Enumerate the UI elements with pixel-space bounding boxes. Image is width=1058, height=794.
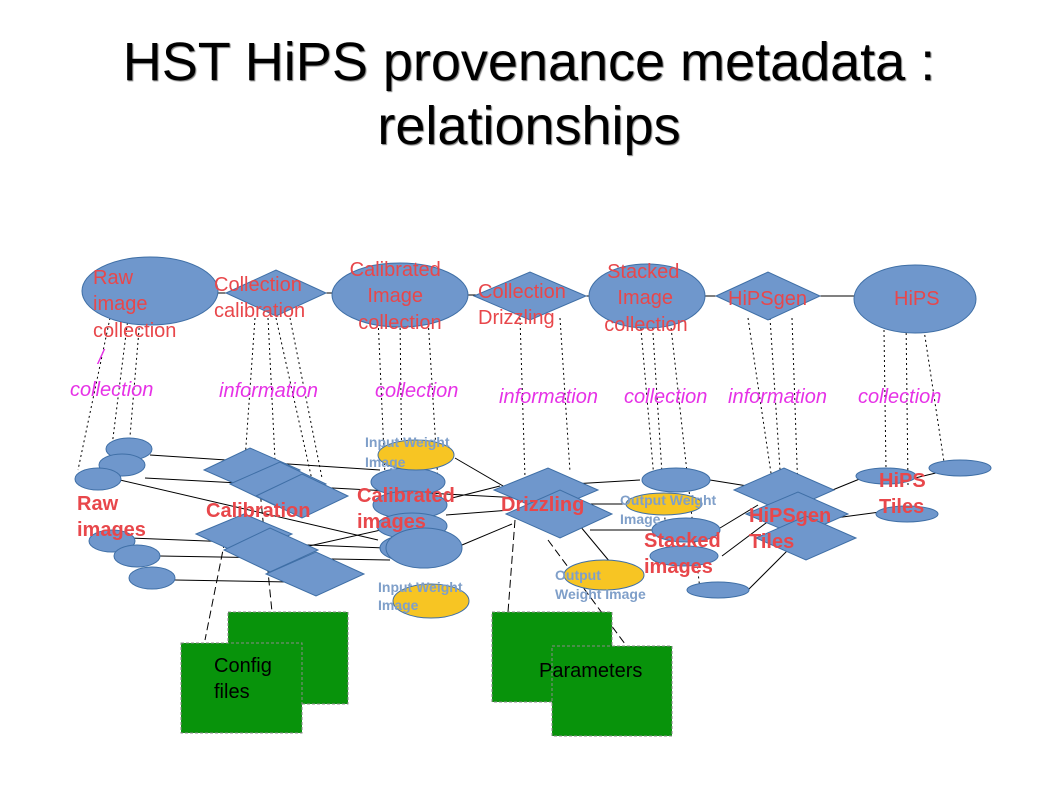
drizzling-label: Drizzling	[501, 494, 584, 516]
weight-labels: Input Weight Image Input Weight Image Ou…	[365, 434, 720, 613]
config-files-block-front[interactable]	[180, 642, 303, 734]
input-weight-top-label: Input Weight Image	[365, 434, 453, 470]
lower-labels: Raw images Calibration Calibrated images…	[77, 470, 931, 578]
hips-node[interactable]	[853, 264, 977, 334]
parameters-block-front[interactable]	[551, 645, 673, 737]
hipsgen-label: HiPSgen	[728, 288, 807, 310]
output-weight-top-label: Output Weight Image	[620, 492, 720, 527]
hips-label: HiPS	[894, 288, 940, 310]
input-weight-bottom-label: Input Weight Image	[378, 579, 466, 613]
raw-images-label: Raw images	[77, 493, 146, 541]
hipsgen-relation-label: information	[728, 386, 827, 408]
calibration-label: Calibration	[206, 500, 310, 522]
raw-image-ellipse[interactable]	[128, 566, 176, 590]
collection-calibration-label: Collection calibration	[214, 274, 307, 322]
output-weight-image-bottom[interactable]	[563, 559, 645, 591]
hips-relation-label: collection	[858, 386, 941, 408]
config-files-label: Config files	[214, 655, 277, 703]
collection-calibration-node[interactable]	[224, 269, 328, 317]
input-weight-image-bottom[interactable]	[392, 583, 470, 619]
drizzling-relation-label: information	[499, 386, 598, 408]
calibrated-collection-label: Calibrated Image collection	[350, 259, 447, 334]
output-weight-bottom-label: Output Weight Image	[555, 567, 646, 602]
stacked-images-label: Stacked images	[644, 530, 726, 578]
drizzling-diamond[interactable]	[504, 489, 614, 539]
stacked-collection-label: Stacked Image collection	[604, 261, 687, 336]
file-labels: Config files Parameters	[214, 655, 642, 703]
collection-drizzling-label: Collection Drizzling	[478, 281, 571, 329]
hips-tile-ellipse[interactable]	[928, 459, 992, 477]
slide-title: HST HiPS provenance metadata : relations…	[0, 30, 1058, 158]
hipsgen-node[interactable]	[714, 271, 822, 321]
raw-collection-label: Raw image collection	[93, 267, 176, 342]
stacked-image-ellipse[interactable]	[686, 581, 750, 599]
output-weight-image-top[interactable]	[625, 492, 703, 516]
hips-tile-ellipse[interactable]	[875, 505, 939, 523]
calibrated-images-label: Calibrated images	[357, 485, 460, 533]
hipsgen-tiles-label: HiPSgen Tiles	[749, 505, 837, 553]
top-row-shapes	[81, 256, 977, 334]
raw-image-ellipse[interactable]	[74, 467, 122, 491]
raw-relation-label: collection	[70, 379, 153, 401]
parameters-label: Parameters	[539, 660, 642, 682]
weight-images	[377, 439, 703, 619]
file-blocks	[180, 611, 673, 737]
stacked-image-ellipse[interactable]	[649, 545, 719, 567]
stacked-relation-label: collection	[624, 386, 707, 408]
relation-labels: / collection information collection info…	[70, 347, 941, 408]
raw-image-ellipse[interactable]	[88, 529, 136, 553]
stacked-image-ellipse[interactable]	[641, 467, 711, 493]
calibration-relation-label: information	[219, 380, 318, 402]
hips-tile-ellipse[interactable]	[855, 467, 917, 485]
title-line-2: relationships	[377, 96, 681, 156]
input-weight-image-top[interactable]	[377, 439, 455, 471]
calibrated-image-ellipse[interactable]	[385, 527, 463, 569]
calibration-diamond[interactable]	[264, 551, 366, 597]
title-line-1: HST HiPS provenance metadata :	[122, 32, 936, 92]
hips-tiles-label: HiPS Tiles	[879, 470, 931, 518]
hipsgen-diamond[interactable]	[754, 515, 858, 561]
calibrated-relation-label: collection	[375, 380, 458, 402]
stacked-image-ellipse[interactable]	[651, 517, 721, 543]
top-node-labels: Raw image collection Collection calibrat…	[93, 259, 940, 342]
calibrated-collection-node[interactable]	[331, 262, 469, 328]
stacked-collection-node[interactable]	[588, 263, 706, 329]
calibration-diamond[interactable]	[222, 527, 320, 573]
raw-image-ellipse[interactable]	[113, 544, 161, 568]
calibration-diamond[interactable]	[254, 473, 350, 519]
raw-relation-slash: /	[96, 347, 106, 369]
collection-drizzling-node[interactable]	[472, 271, 588, 321]
lower-row-shapes	[74, 437, 992, 599]
file-dashed-lines	[204, 469, 629, 649]
raw-collection-node[interactable]	[81, 256, 219, 326]
